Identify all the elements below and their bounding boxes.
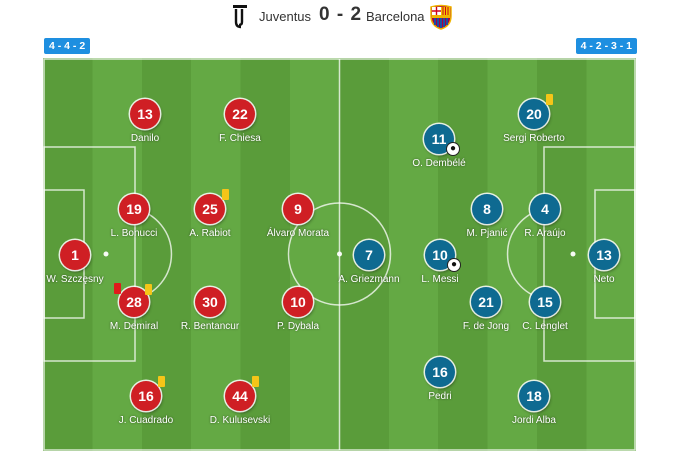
player-number: 28 — [119, 287, 149, 317]
player-name: R. Bentancur — [180, 321, 240, 332]
football-pitch: 1 W. Szczęsny 19 L. Bonucci 28 M. Demira… — [43, 58, 636, 451]
player-number: 18 — [519, 381, 549, 411]
player-name: Álvaro Morata — [266, 228, 330, 239]
player-number: 9 — [283, 194, 313, 224]
player-name: Danilo — [130, 133, 160, 144]
player-name: F. de Jong — [462, 321, 510, 332]
player-name: D. Kulusevski — [209, 415, 271, 426]
player-name: C. Lenglet — [522, 321, 568, 332]
player-name: W. Szczęsny — [46, 274, 104, 285]
player-name: Jordi Alba — [512, 415, 556, 426]
player-number: 13 — [589, 240, 619, 270]
yellow-card-icon — [222, 189, 229, 200]
player-name: M. Demiral — [109, 321, 159, 332]
goal-ball-icon: ● — [448, 259, 460, 271]
player-name: Sergi Roberto — [503, 133, 565, 144]
player-name: P. Dybala — [276, 321, 320, 332]
yellow-card-icon — [252, 376, 259, 387]
player-number: 7 — [354, 240, 384, 270]
player-number: 20 — [519, 99, 549, 129]
yellow-card-icon — [145, 284, 152, 295]
match-score: 0 - 2 — [319, 4, 363, 25]
player-number: 10 — [283, 287, 313, 317]
player-name: Pedri — [428, 391, 452, 402]
barcelona-crest-icon — [430, 4, 452, 30]
home-team-name: Juventus — [259, 9, 312, 24]
player-name: R. Araújo — [524, 228, 566, 239]
away-formation-badge: 4 - 2 - 3 - 1 — [575, 38, 637, 54]
player-number: 4 — [530, 194, 560, 224]
player-number: 44 — [225, 381, 255, 411]
player-number: 8 — [472, 194, 502, 224]
player-number: 15 — [530, 287, 560, 317]
player-name: L. Messi — [421, 274, 459, 285]
player-name: F. Chiesa — [219, 133, 261, 144]
player-number: 1 — [60, 240, 90, 270]
yellow-card-icon — [546, 94, 553, 105]
yellow-card-icon — [158, 376, 165, 387]
player-name: J. Cuadrado — [118, 415, 174, 426]
player-name: O. Dembélé — [412, 158, 466, 169]
away-team-name: Barcelona — [366, 9, 425, 24]
player-number: 19 — [119, 194, 149, 224]
player-number: 22 — [225, 99, 255, 129]
pitch-markings — [43, 58, 636, 451]
player-name: A. Griezmann — [338, 274, 400, 285]
player-number: 13 — [130, 99, 160, 129]
player-name: M. Pjanić — [466, 228, 508, 239]
juventus-crest-icon — [233, 5, 247, 29]
player-name: A. Rabiot — [189, 228, 231, 239]
player-name: L. Bonucci — [110, 228, 158, 239]
player-number: 21 — [471, 287, 501, 317]
player-number: 16 — [131, 381, 161, 411]
goal-ball-icon: ● — [447, 143, 459, 155]
player-number: 30 — [195, 287, 225, 317]
player-number: 16 — [425, 357, 455, 387]
player-name: Neto — [593, 274, 615, 285]
home-formation-badge: 4 - 4 - 2 — [44, 38, 91, 54]
red-card-icon — [114, 283, 121, 294]
player-number: 25 — [195, 194, 225, 224]
match-header: Juventus 0 - 2 Barcelona — [0, 0, 679, 36]
